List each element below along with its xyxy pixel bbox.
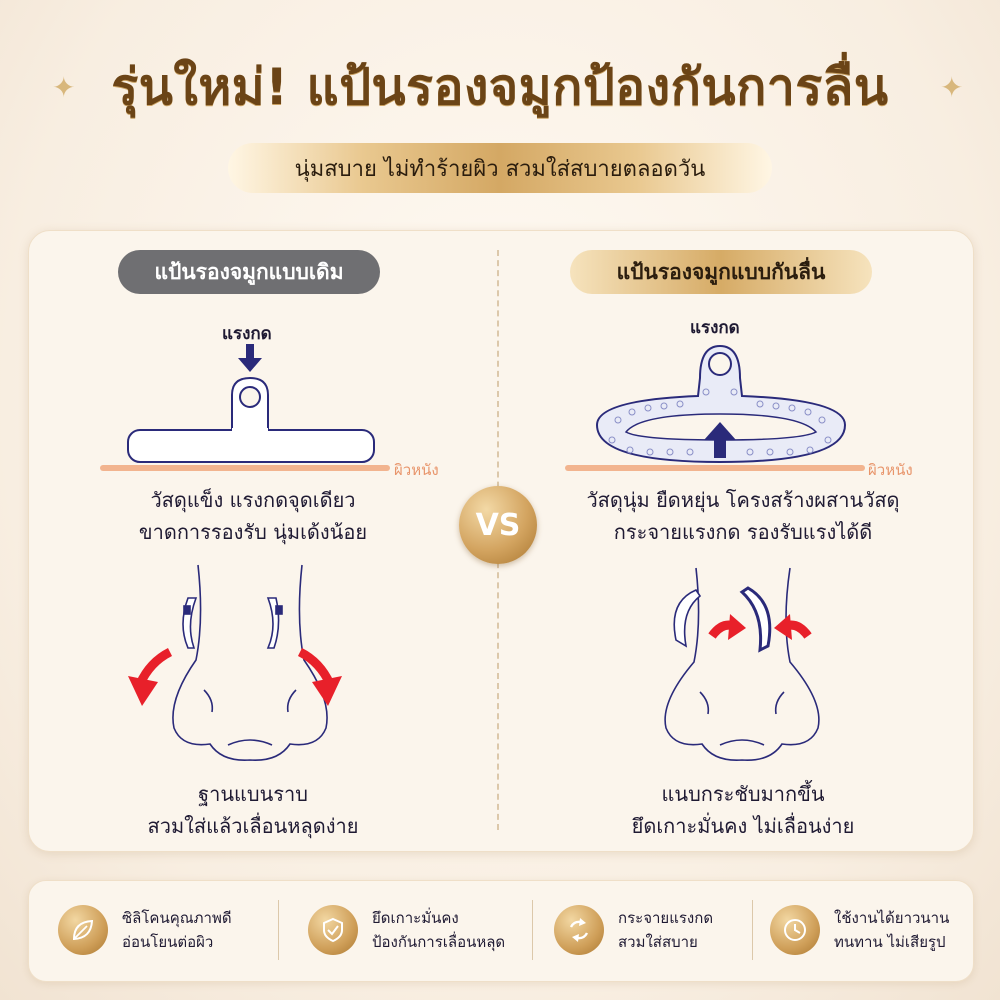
right-nose-caption: แนบกระชับมากขึ้น ยึดเกาะมั่นคง ไม่เลื่อน… — [578, 778, 908, 842]
feature-separator — [752, 900, 753, 960]
right-nose-line1: แนบกระชับมากขึ้น — [661, 782, 825, 806]
grip-arrow-right-icon — [774, 614, 812, 640]
left-nose-line1: ฐานแบนราบ — [198, 782, 308, 806]
grip-arrow-left-icon — [708, 614, 746, 640]
sparkle-left-icon: ✦ — [52, 71, 76, 104]
feature-item: ยึดเกาะมั่นคง ป้องกันการเลื่อนหลุด — [308, 880, 505, 980]
feature-4-line2: ทนทาน ไม่เสียรูป — [834, 933, 946, 951]
slip-arrow-right-icon — [297, 647, 342, 706]
right-nose-line2: ยึดเกาะมั่นคง ไม่เลื่อนง่าย — [631, 814, 855, 838]
feature-item: ใช้งานได้ยาวนาน ทนทาน ไม่เสียรูป — [770, 880, 949, 980]
clock-icon — [770, 905, 820, 955]
new-type-label: แป้นรองจมูกแบบกันลื่น — [570, 250, 872, 294]
left-desc-line2: ขาดการรองรับ นุ่มเด้งน้อย — [138, 520, 368, 544]
right-skin-line — [565, 465, 865, 471]
right-nose-pad-right — [739, 586, 772, 653]
feature-2-line1: ยึดเกาะมั่นคง — [372, 909, 459, 927]
right-skin-label: ผิวหนัง — [868, 461, 913, 479]
feature-2-line2: ป้องกันการเลื่อนหลุด — [372, 933, 506, 951]
left-description: วัสดุแข็ง แรงกดจุดเดียว ขาดการรองรับ นุ่… — [88, 484, 418, 548]
right-desc-line1: วัสดุนุ่ม ยืดหยุ่น โครงสร้างผสานวัสดุ — [586, 488, 900, 512]
page-title: รุ่นใหม่! แป้นรองจมูกป้องกันการลื่น — [111, 58, 889, 116]
feature-1-line1: ซิลิโคนคุณภาพดี — [122, 909, 232, 927]
left-skin-line — [100, 465, 390, 471]
sparkle-right-icon: ✦ — [940, 71, 964, 104]
feature-item: ซิลิโคนคุณภาพดี อ่อนโยนต่อผิว — [58, 880, 232, 980]
left-nose-caption: ฐานแบนราบ สวมใส่แล้วเลื่อนหลุดง่าย — [108, 778, 398, 842]
feature-3-line1: กระจายแรงกด — [618, 909, 714, 927]
feature-1-line2: อ่อนโยนต่อผิว — [122, 933, 214, 951]
feature-separator — [532, 900, 533, 960]
subtitle-banner: นุ่มสบาย ไม่ทำร้ายผิว สวมใส่สบายตลอดวัน — [228, 143, 772, 193]
left-force-label: แรงกด — [222, 324, 272, 344]
slip-arrow-left-icon — [128, 647, 173, 706]
right-force-label: แรงกด — [690, 318, 740, 338]
vs-badge: VS — [459, 486, 537, 564]
cycle-arrows-icon — [554, 905, 604, 955]
feature-separator — [278, 900, 279, 960]
left-force-arrow-icon — [238, 344, 262, 372]
shield-check-icon — [308, 905, 358, 955]
feature-item: กระจายแรงกด สวมใส่สบาย — [554, 880, 713, 980]
feature-4-line1: ใช้งานได้ยาวนาน — [834, 909, 950, 927]
right-desc-line2: กระจายแรงกด รองรับแรงได้ดี — [613, 520, 873, 544]
old-type-label: แป้นรองจมูกแบบเดิม — [118, 250, 380, 294]
left-nose-pads — [182, 597, 283, 649]
right-description: วัสดุนุ่ม ยืดหยุ่น โครงสร้างผสานวัสดุ กร… — [548, 484, 938, 548]
right-force-arrow-icon — [704, 422, 736, 458]
feature-3-line2: สวมใส่สบาย — [618, 933, 698, 951]
leaf-icon — [58, 905, 108, 955]
right-nose-pad-left — [673, 589, 702, 648]
left-skin-label: ผิวหนัง — [394, 461, 439, 479]
left-nose-line2: สวมใส่แล้วเลื่อนหลุดง่าย — [147, 814, 359, 838]
left-desc-line1: วัสดุแข็ง แรงกดจุดเดียว — [150, 488, 356, 512]
